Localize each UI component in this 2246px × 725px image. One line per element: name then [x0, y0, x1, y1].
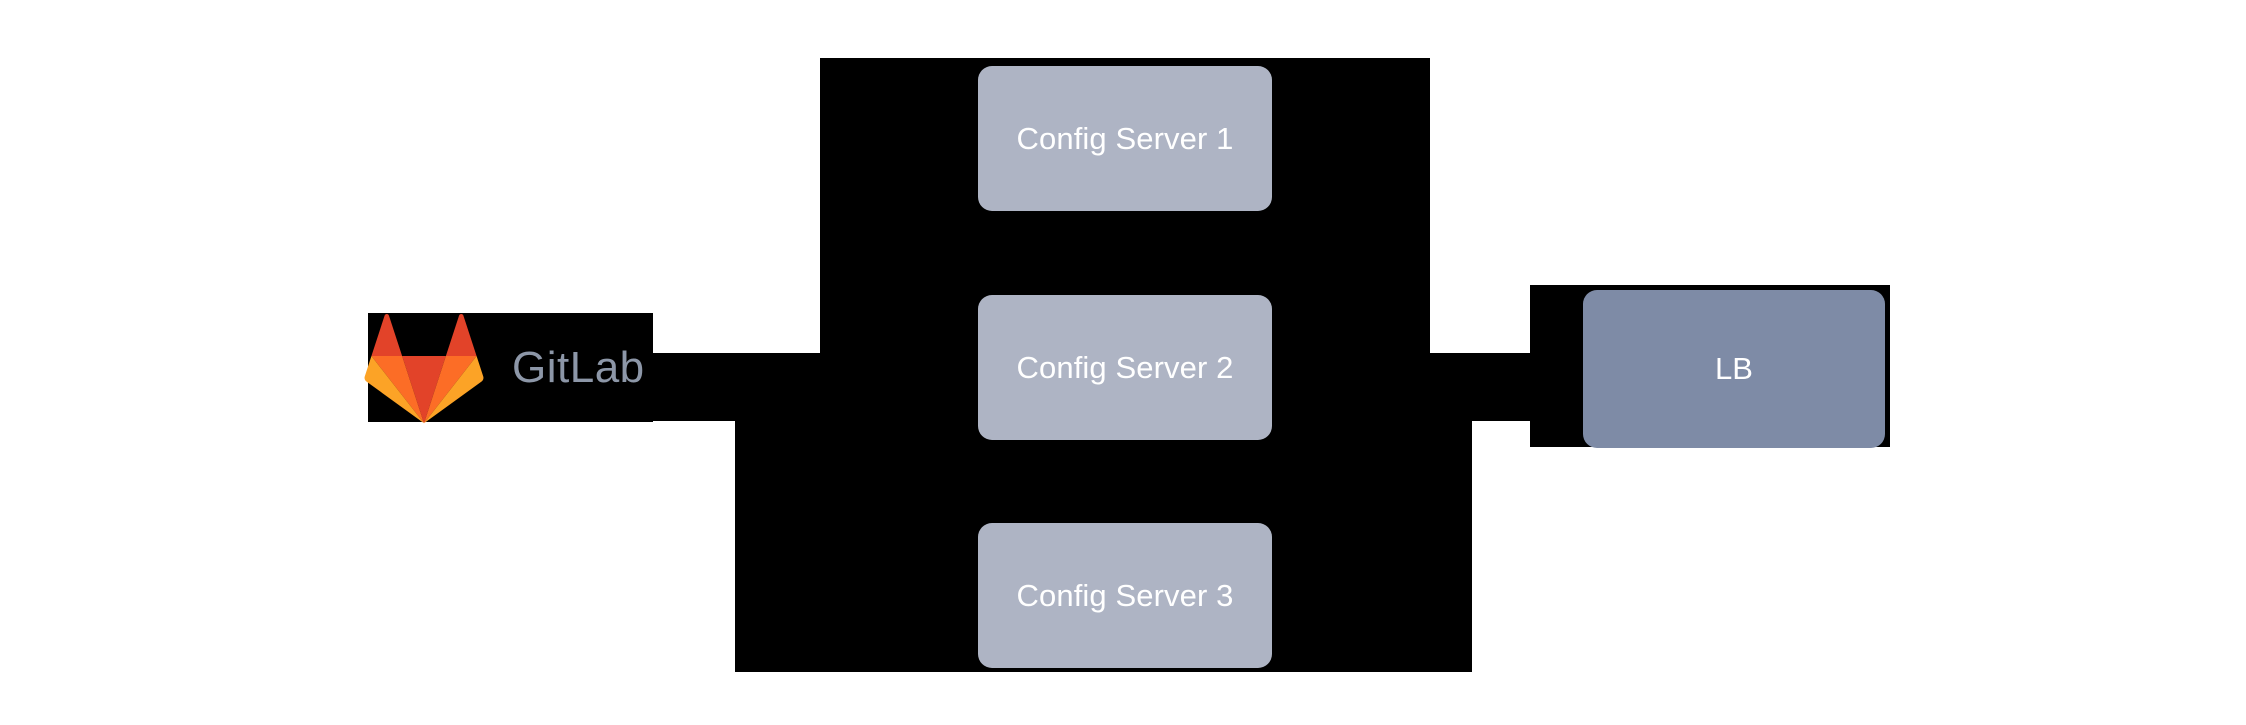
node-config-server-1[interactable]: Config Server 1 [978, 66, 1272, 211]
ink-right-connector-band [1430, 353, 1530, 421]
node-config-server-2[interactable]: Config Server 2 [978, 295, 1272, 440]
node-load-balancer[interactable]: LB [1583, 290, 1885, 448]
gitlab-fox-icon [364, 313, 484, 423]
gitlab-label: GitLab [512, 342, 645, 392]
node-gitlab[interactable]: GitLab [364, 313, 653, 423]
node-config-server-3[interactable]: Config Server 3 [978, 523, 1272, 668]
load-balancer-label: LB [1714, 351, 1754, 387]
config-server-2-label: Config Server 2 [1016, 349, 1234, 385]
config-server-1-label: Config Server 1 [1016, 120, 1234, 156]
ink-left-connector-band [653, 353, 853, 421]
config-server-3-label: Config Server 3 [1016, 577, 1234, 613]
